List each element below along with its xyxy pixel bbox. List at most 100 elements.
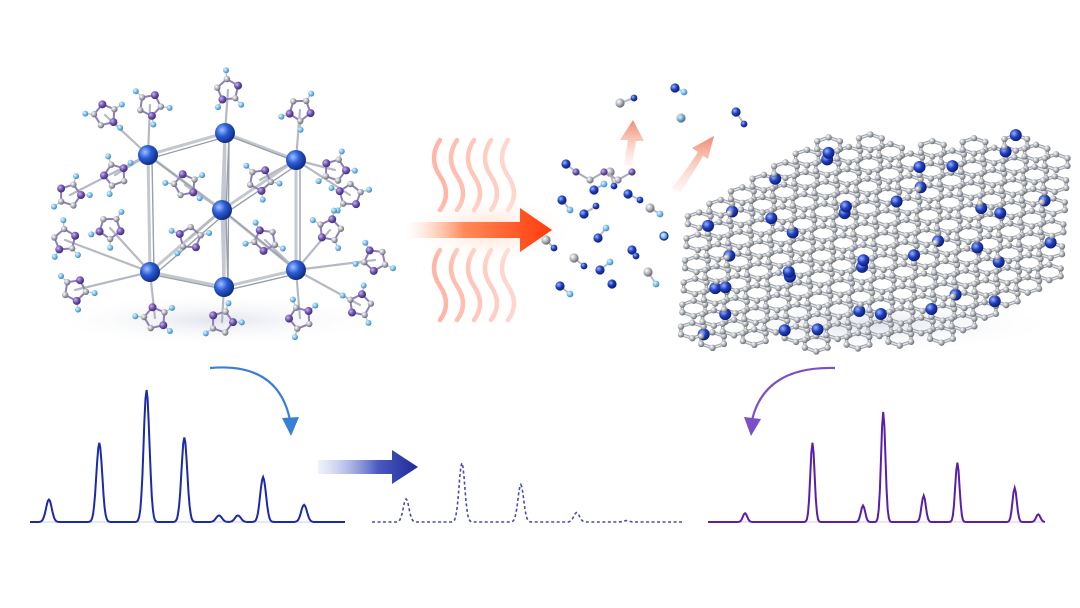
hydrogen-atom: [202, 330, 209, 337]
carbon-atom: [986, 210, 994, 218]
carbon-atom: [891, 228, 899, 235]
nitrogen-atom: [285, 109, 294, 118]
carbon-atom: [822, 193, 830, 201]
carbon-atom: [645, 203, 655, 213]
carbon-atom: [880, 266, 887, 274]
hydrogen-atom: [309, 217, 316, 224]
carbon-atom: [916, 171, 923, 178]
carbon-atom: [867, 146, 874, 154]
carbon-atom: [719, 320, 726, 327]
carbon-atom: [887, 286, 895, 294]
nitrogen-dopant: [1044, 236, 1057, 249]
carbon-atom: [939, 301, 947, 309]
carbon-atom: [838, 254, 846, 261]
carbon-atom: [995, 224, 1003, 231]
carbon-atom: [1052, 151, 1060, 158]
carbon-atom: [949, 293, 957, 300]
hydrogen-atom: [168, 227, 175, 234]
carbon-atom: [70, 181, 77, 188]
carbon-atom: [1004, 279, 1011, 287]
carbon-atom: [1009, 191, 1017, 198]
carbon-atom: [901, 254, 909, 261]
cage-shadow: [45, 294, 385, 346]
carbon-atom: [733, 272, 741, 279]
carbon-atom: [802, 314, 810, 321]
carbon-atom: [1051, 173, 1058, 180]
carbon-atom: [922, 263, 929, 271]
hydrogen-atom: [238, 319, 245, 326]
nitrogen-atom: [228, 318, 237, 327]
carbon-atom: [775, 269, 782, 276]
carbon-atom: [903, 232, 910, 239]
carbon-atom: [1011, 154, 1018, 161]
carbon-atom: [847, 267, 854, 274]
carbon-atom: [923, 226, 930, 233]
metal-node: [138, 145, 158, 165]
carbon-atom: [988, 204, 995, 211]
carbon-atom: [791, 180, 798, 187]
carbon-atom: [222, 308, 229, 315]
carbon-atom: [791, 172, 798, 180]
carbon-atom: [541, 235, 551, 245]
hydrogen-atom: [252, 219, 259, 226]
carbon-atom: [890, 242, 898, 249]
nitrogen-atom: [550, 244, 558, 252]
carbon-atom: [691, 275, 699, 282]
curve-arrow-left: [209, 366, 292, 421]
carbon-atom: [1036, 250, 1043, 258]
carbon-atom: [862, 197, 870, 204]
carbon-atom: [786, 246, 794, 253]
carbon-atom: [927, 175, 935, 182]
hydrogen-atom: [74, 252, 81, 259]
carbon-atom: [214, 84, 221, 91]
carbon-atom: [765, 259, 772, 266]
carbon-atom: [680, 287, 687, 294]
carbon-atom: [756, 253, 763, 260]
carbon-atom: [68, 245, 76, 252]
hydrogen-atom: [75, 306, 82, 313]
hydrogen-atom: [362, 239, 369, 246]
carbon-atom: [1035, 285, 1043, 292]
carbon-atom: [747, 197, 755, 205]
carbon-atom: [749, 175, 756, 182]
carbon-atom: [896, 326, 903, 334]
carbon-atom: [969, 310, 977, 317]
carbon-atom: [972, 266, 980, 273]
carbon-atom: [823, 171, 831, 179]
nitrogen-atom: [95, 227, 104, 236]
cage-framework-bond: [223, 131, 298, 162]
metal-node: [212, 200, 232, 220]
carbon-atom: [684, 213, 692, 220]
carbon-atom: [741, 307, 748, 315]
carbon-atom: [821, 215, 828, 223]
carbon-atom: [847, 275, 854, 282]
nitrogen-atom: [341, 166, 350, 175]
carbon-atom: [779, 203, 786, 210]
carbon-atom: [739, 184, 746, 191]
metal-node: [215, 123, 235, 143]
carbon-atom: [702, 274, 709, 281]
carbon-atom: [999, 165, 1007, 173]
hydrogen-atom: [366, 186, 373, 193]
carbon-atom: [886, 316, 893, 323]
cage-atoms: [50, 67, 396, 341]
carbon-atom: [828, 235, 836, 243]
carbon-atom: [317, 221, 324, 228]
carbon-atom: [909, 274, 916, 281]
carbon-atom: [824, 309, 831, 317]
gas-up-arrow-left: [620, 120, 644, 166]
hydrogen-atom: [88, 231, 95, 238]
carbon-atom: [854, 345, 862, 352]
carbon-atom: [871, 210, 879, 218]
carbon-atom: [978, 170, 985, 177]
hydrogen-atom: [600, 180, 608, 188]
cage-framework-bond: [146, 131, 227, 157]
carbon-atom: [832, 169, 840, 177]
carbon-atom: [844, 165, 851, 173]
precursor-cage-structure: [45, 67, 396, 346]
nitrogen-atom: [328, 215, 337, 224]
carbon-atom: [929, 291, 937, 298]
carbon-atom: [827, 265, 834, 273]
hydrogen-atom: [86, 192, 93, 198]
carbon-atom: [357, 188, 364, 196]
